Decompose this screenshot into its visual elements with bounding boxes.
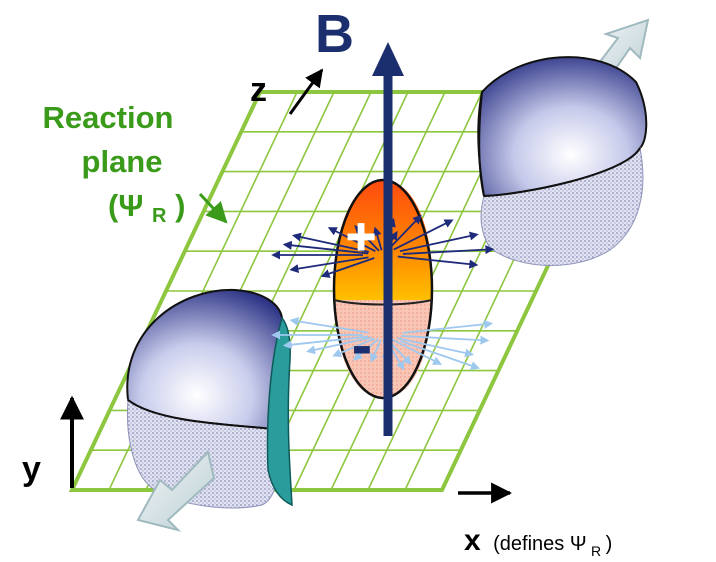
upper-emission-arrow — [282, 240, 369, 255]
bottom-left-wake-arrow — [136, 449, 216, 532]
upper-emission-arrow — [402, 245, 495, 255]
axis-y: y — [22, 395, 84, 488]
reaction-plane-psi-subscript: R — [152, 205, 167, 227]
upper-emission-arrow — [327, 227, 376, 252]
lower-emission-arrow — [352, 338, 379, 361]
upper-emission-arrow — [354, 225, 380, 252]
reaction-plane-psi-close: ) — [175, 188, 185, 223]
upper-emission-arrow — [289, 256, 369, 274]
magnetic-field-arrow — [372, 42, 404, 436]
axis-x-note-subscript: R — [591, 543, 601, 559]
lower-emission-arrow — [306, 336, 372, 355]
axis-x: x (defines Ψ R ) — [458, 482, 612, 560]
upper-emission-arrow — [397, 255, 479, 269]
lower-emission-arrow — [391, 338, 443, 365]
reaction-plane-label-line3: (Ψ R ) — [108, 188, 185, 229]
reaction-plane-label-line1: Reaction — [43, 100, 174, 135]
lower-emission-arrows — [271, 316, 494, 371]
plus-charge-symbol: + — [346, 208, 376, 266]
participant-zone-ellipsoid — [332, 178, 434, 400]
upper-emission-arrow — [291, 232, 370, 253]
axis-x-note-close: ) — [606, 533, 613, 555]
reaction-plane-label: Reaction plane (Ψ R ) — [43, 100, 228, 229]
lower-emission-arrow — [402, 319, 494, 334]
axis-x-note: (defines Ψ — [493, 533, 586, 555]
reaction-plane-psi: (Ψ — [108, 188, 143, 223]
upper-emission-arrow — [372, 226, 383, 251]
lower-emission-arrow — [289, 316, 369, 334]
axis-z-label: z — [250, 71, 267, 109]
axis-x-caption: x (defines Ψ R ) — [464, 524, 612, 560]
spectator-nucleus-left — [126, 288, 293, 509]
upper-emission-arrow — [399, 231, 479, 253]
minus-charge-symbol: - — [352, 311, 373, 380]
spectator-nucleus-right — [477, 56, 648, 266]
axis-x-label: x — [464, 524, 481, 557]
upper-emission-arrow — [320, 257, 375, 278]
lower-emission-arrow — [282, 335, 369, 350]
lower-emission-arrow — [396, 337, 475, 358]
reaction-plane-label-line2: plane — [82, 144, 163, 179]
upper-emission-arrow — [388, 214, 422, 250]
reaction-plane-pointer — [198, 192, 228, 224]
upper-emission-arrows — [271, 214, 495, 278]
lower-emission-arrow — [400, 340, 480, 370]
upper-emission-arrow — [393, 219, 454, 251]
lower-emission-arrow — [400, 335, 490, 345]
magnetic-field-label: B — [315, 4, 354, 64]
axis-y-label: y — [22, 450, 41, 488]
lower-emission-arrow — [332, 337, 376, 358]
axis-z: z — [250, 68, 324, 115]
lower-emission-arrow — [370, 339, 382, 363]
